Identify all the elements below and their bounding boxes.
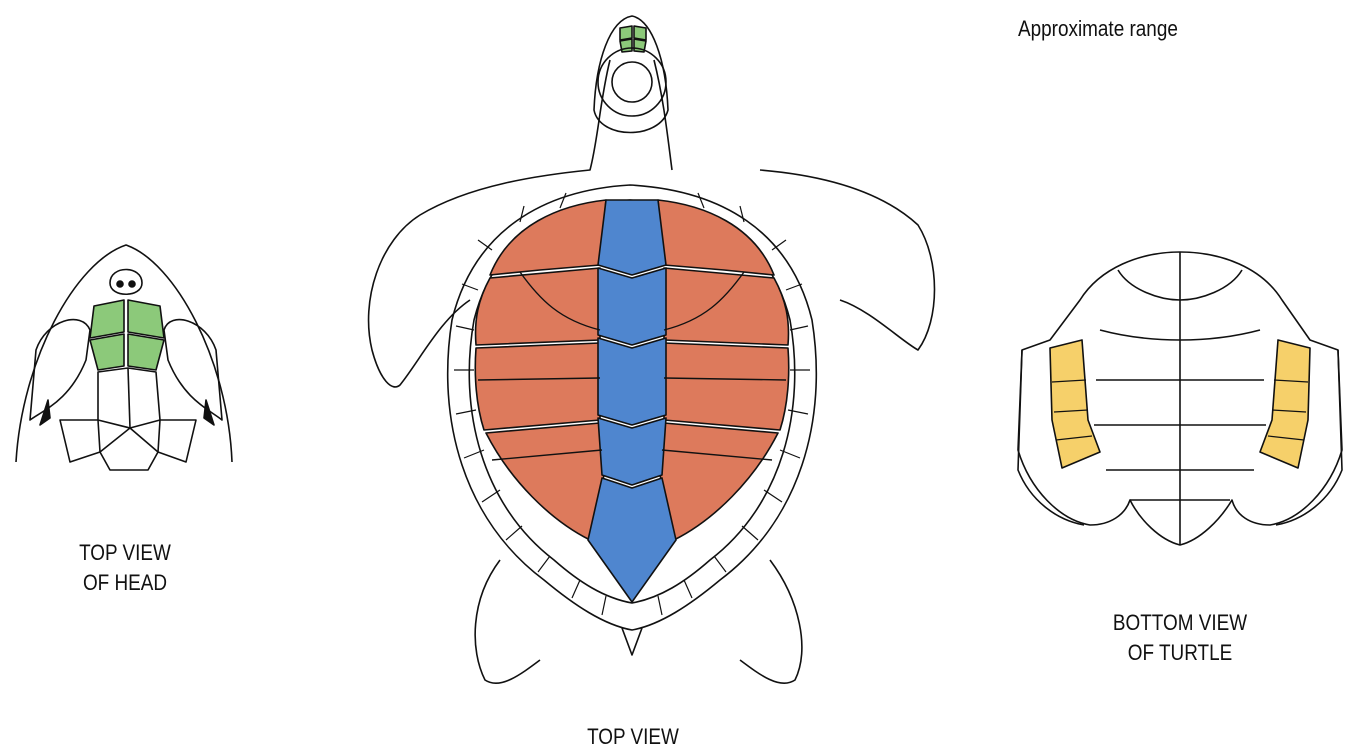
bottom-caption: BOTTOM VIEW OF TURTLE bbox=[1094, 608, 1266, 668]
head-top-view bbox=[16, 245, 232, 470]
bottom-caption-line2: OF TURTLE bbox=[1094, 638, 1266, 668]
top-view-caption: TOP VIEW bbox=[560, 722, 706, 752]
right-cheek bbox=[164, 320, 222, 420]
head-caption: TOP VIEW OF HEAD bbox=[52, 538, 198, 598]
turtle-top-view bbox=[369, 16, 935, 683]
bottom-caption-line1: BOTTOM VIEW bbox=[1094, 608, 1266, 638]
turtle-bottom-view bbox=[1018, 252, 1342, 545]
left-cheek bbox=[30, 320, 90, 420]
vertebral-scutes bbox=[588, 200, 676, 602]
prefrontal-scales bbox=[90, 300, 164, 370]
approximate-range-label: Approximate range bbox=[1018, 16, 1178, 42]
top-view-caption-line: TOP VIEW bbox=[560, 722, 706, 752]
head-caption-line1: TOP VIEW bbox=[52, 538, 198, 568]
nostril-scale bbox=[110, 270, 142, 295]
tail bbox=[622, 628, 642, 655]
head-caption-line2: OF HEAD bbox=[52, 568, 198, 598]
